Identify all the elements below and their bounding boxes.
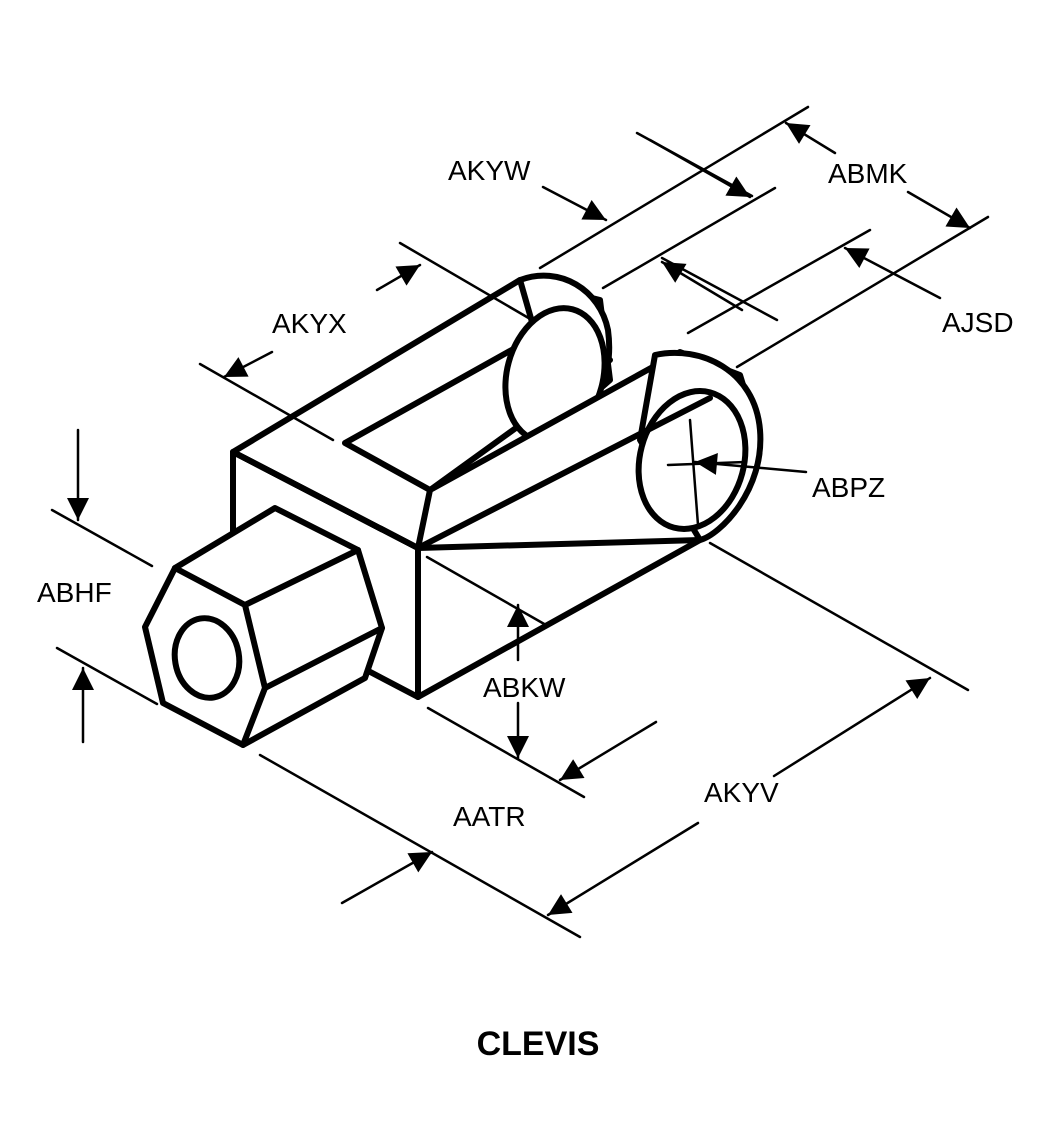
label-abpz: ABPZ <box>812 472 885 503</box>
clevis-body <box>230 272 764 700</box>
label-akyw: AKYW <box>448 155 531 186</box>
label-aatr: AATR <box>453 801 526 832</box>
diagram-title: CLEVIS <box>477 1025 600 1063</box>
dimension-leaders <box>67 121 972 917</box>
label-akyx: AKYX <box>272 308 347 339</box>
label-akyv: AKYV <box>704 777 779 808</box>
hex-shank <box>142 505 385 748</box>
label-abmk: ABMK <box>828 158 908 189</box>
label-ajsd: AJSD <box>942 307 1014 338</box>
label-abkw: ABKW <box>483 672 566 703</box>
label-abhf: ABHF <box>37 577 112 608</box>
